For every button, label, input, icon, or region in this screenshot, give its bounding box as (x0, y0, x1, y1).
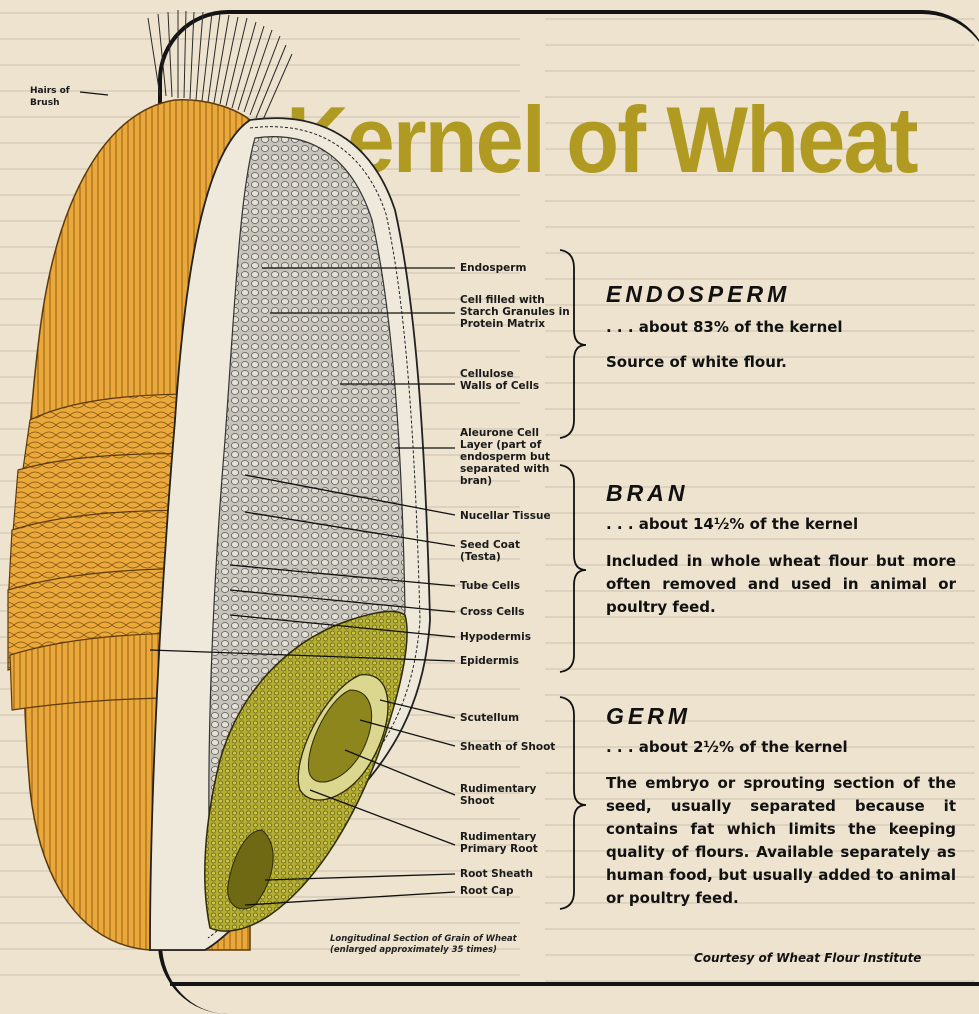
label-rudimentary-shoot: Rudimentary Shoot (460, 783, 545, 807)
section-braces (560, 250, 586, 909)
label-tube-cells: Tube Cells (460, 580, 520, 592)
section-germ-percent: . . . about 2½% of the kernel (606, 738, 848, 756)
label-root-sheath: Root Sheath (460, 868, 533, 880)
label-cross-cells: Cross Cells (460, 606, 525, 618)
courtesy-credit: Courtesy of Wheat Flour Institute (694, 951, 921, 965)
diagram-caption: Longitudinal Section of Grain of Wheat (… (330, 934, 535, 956)
section-endosperm-desc: Source of white flour. (606, 351, 956, 374)
label-seed-coat: Seed Coat (Testa) (460, 539, 540, 563)
label-rudimentary-primary-root: Rudimentary Primary Root (460, 831, 550, 855)
label-hypodermis: Hypodermis (460, 631, 531, 643)
section-germ-name: GERM (606, 703, 691, 730)
section-bran-name: BRAN (606, 480, 688, 507)
section-endosperm-percent: . . . about 83% of the kernel (606, 318, 843, 336)
label-epidermis: Epidermis (460, 655, 519, 667)
label-root-cap: Root Cap (460, 885, 514, 897)
label-sheath-of-shoot: Sheath of Shoot (460, 741, 555, 753)
label-aleurone: Aleurone Cell Layer (part of endosperm b… (460, 427, 552, 487)
label-scutellum: Scutellum (460, 712, 519, 724)
section-bran-desc: Included in whole wheat flour but more o… (606, 550, 956, 619)
label-endosperm: Endosperm (460, 262, 526, 274)
section-germ-desc: The embryo or sprouting section of the s… (606, 772, 956, 910)
label-nucellar-tissue: Nucellar Tissue (460, 510, 551, 522)
section-endosperm-name: ENDOSPERM (606, 281, 790, 308)
label-cellulose-walls: Cellulose Walls of Cells (460, 368, 540, 392)
label-cell-filled: Cell filled with Starch Granules in Prot… (460, 294, 570, 330)
label-hairs-of-brush: Hairs of Brush (30, 85, 76, 109)
section-bran-percent: . . . about 14½% of the kernel (606, 515, 858, 533)
